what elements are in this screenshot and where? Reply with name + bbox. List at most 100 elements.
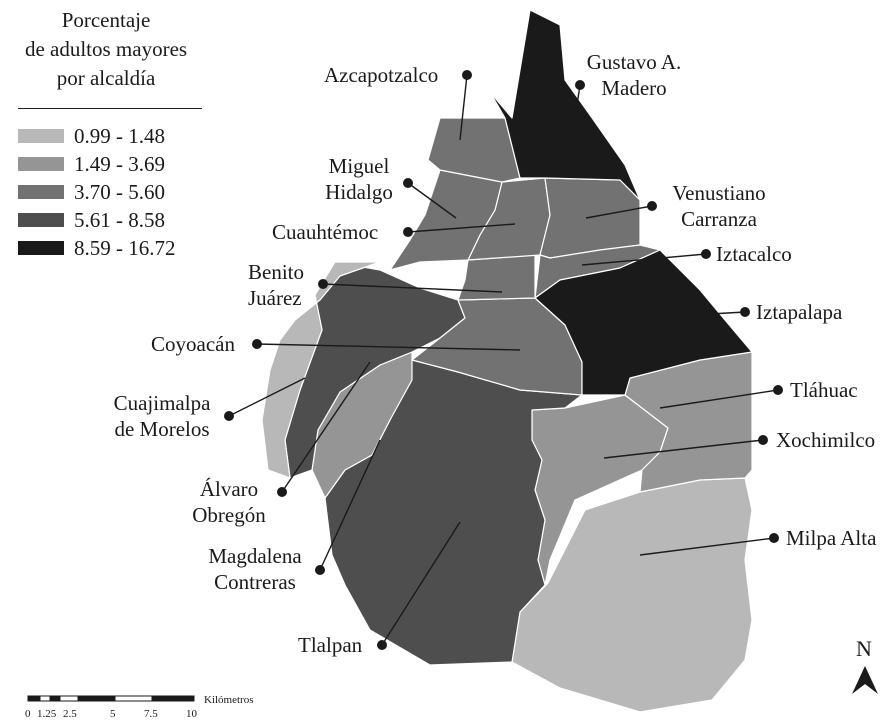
- legend-item: 0.99 - 1.48: [18, 124, 165, 148]
- scale-units-label: Kilómetros: [204, 694, 254, 706]
- legend-label: 1.49 - 3.69: [74, 151, 165, 176]
- north-arrow-icon: [852, 666, 878, 694]
- label-text: Tláhuac: [790, 378, 858, 402]
- dot-cuajimalpa: [224, 411, 234, 421]
- label-iztacalco: Iztacalco: [716, 241, 792, 267]
- legend-swatch: [18, 157, 64, 171]
- legend-swatch: [18, 241, 64, 255]
- region-benito-juarez: [457, 254, 536, 301]
- leader-gustavo: [574, 84, 581, 119]
- legend-swatch: [18, 213, 64, 227]
- leader-iztapalapa: [709, 311, 746, 315]
- north-label: N: [856, 636, 872, 661]
- label-miguel-hidalgo: Miguel Hidalgo: [314, 153, 404, 205]
- scale-tick-label: 2.5: [63, 708, 77, 720]
- label-text: Hidalgo: [325, 180, 393, 204]
- dot-alvaro: [277, 487, 287, 497]
- legend-item: 5.61 - 8.58: [18, 208, 165, 232]
- leader-magdalena: [319, 439, 381, 571]
- leader-iztacalco: [581, 253, 707, 266]
- legend-label: 0.99 - 1.48: [74, 123, 165, 148]
- dot-iztacalco: [701, 249, 711, 259]
- leader-tlahuac: [659, 389, 779, 409]
- dot-magdalena: [315, 565, 325, 575]
- scale-tick-label: 7.5: [144, 708, 158, 720]
- dot-coyoacan: [252, 339, 262, 349]
- label-text: Milpa Alta: [786, 526, 877, 550]
- label-tlahuac: Tláhuac: [790, 377, 858, 403]
- dot-tlahuac: [773, 385, 783, 395]
- leader-xochimilco: [603, 439, 764, 459]
- leader-benito: [322, 283, 503, 293]
- label-coyoacan: Coyoacán: [151, 331, 235, 357]
- label-text: Iztacalco: [716, 242, 792, 266]
- legend-item: 1.49 - 3.69: [18, 152, 165, 176]
- label-venustiano-carranza: Venustiano Carranza: [664, 180, 774, 232]
- dot-gustavo: [575, 80, 585, 90]
- label-milpa-alta: Milpa Alta: [786, 525, 876, 551]
- label-text: Cuajimalpa: [113, 391, 211, 415]
- label-alvaro-obregon: Álvaro Obregón: [180, 476, 278, 528]
- dot-cuauhtemoc: [403, 227, 413, 237]
- leader-miguel: [407, 182, 457, 219]
- label-text: Tlalpan: [298, 633, 363, 657]
- label-text: Contreras: [214, 570, 296, 594]
- legend-label: 5.61 - 8.58: [74, 207, 165, 232]
- label-cuauhtemoc: Cuauhtémoc: [272, 219, 378, 245]
- label-tlalpan: Tlalpan: [298, 632, 362, 658]
- dot-azcapotzalco: [462, 70, 472, 80]
- dot-miguel: [403, 178, 413, 188]
- leader-coyoacan: [256, 343, 521, 351]
- legend-item: 3.70 - 5.60: [18, 180, 165, 204]
- label-text: Venustiano: [672, 181, 766, 205]
- label-text: Azcapotzalco: [324, 63, 439, 87]
- label-text: Coyoacán: [151, 332, 235, 356]
- label-iztapalapa: Iztapalapa: [756, 299, 842, 325]
- label-text: Álvaro: [199, 477, 259, 501]
- dot-milpa-alta: [769, 533, 779, 543]
- scale-bar: [27, 695, 195, 702]
- region-venustiano-carranza: [539, 177, 641, 259]
- label-benito-juarez: Benito Juárez: [248, 259, 304, 311]
- label-xochimilco: Xochimilco: [776, 427, 875, 453]
- legend-swatch: [18, 129, 64, 143]
- dot-iztapalapa: [740, 307, 750, 317]
- label-magdalena-contreras: Magdalena Contreras: [196, 543, 314, 595]
- leader-tlalpan: [381, 521, 461, 646]
- label-text: Xochimilco: [776, 428, 876, 452]
- label-text: Benito: [248, 260, 304, 284]
- leader-cuajimalpa: [228, 377, 306, 417]
- scale-tick-label: 0: [25, 708, 31, 720]
- legend-divider: [18, 108, 202, 109]
- label-text: Juárez: [248, 286, 302, 310]
- legend-label: 8.59 - 16.72: [74, 235, 176, 260]
- leader-cuauhtemoc: [407, 223, 516, 233]
- label-text: Madero: [601, 76, 667, 100]
- dot-tlalpan: [377, 640, 387, 650]
- region-cuajimalpa: [261, 261, 381, 479]
- legend-title: Porcentaje de adultos mayores por alcald…: [0, 6, 212, 93]
- label-text: Iztapalapa: [756, 300, 843, 324]
- region-miguel-hidalgo: [389, 169, 503, 271]
- legend-title-line: por alcaldía: [56, 66, 156, 90]
- legend-title-line: de adultos mayores: [24, 37, 188, 61]
- legend-item: 8.59 - 16.72: [18, 236, 176, 260]
- leader-venustiano: [585, 205, 653, 219]
- leader-alvaro: [281, 361, 371, 493]
- scale-tick-label: 10: [186, 708, 197, 720]
- legend-label: 3.70 - 5.60: [74, 179, 165, 204]
- scale-tick-label: 5: [110, 708, 116, 720]
- leader-azcapotzalco: [459, 74, 468, 141]
- label-text: Carranza: [681, 207, 757, 231]
- label-text: Cuauhtémoc: [272, 220, 379, 244]
- region-gustavo-a-madero: [489, 9, 641, 201]
- label-text: de Morelos: [114, 417, 210, 441]
- legend-title-line: Porcentaje: [61, 8, 151, 32]
- leader-milpa-alta: [639, 537, 775, 556]
- legend-swatch: [18, 185, 64, 199]
- label-text: Obregón: [192, 503, 266, 527]
- label-text: Miguel: [328, 154, 390, 178]
- label-text: Magdalena: [208, 544, 302, 568]
- region-iztapalapa: [534, 249, 753, 396]
